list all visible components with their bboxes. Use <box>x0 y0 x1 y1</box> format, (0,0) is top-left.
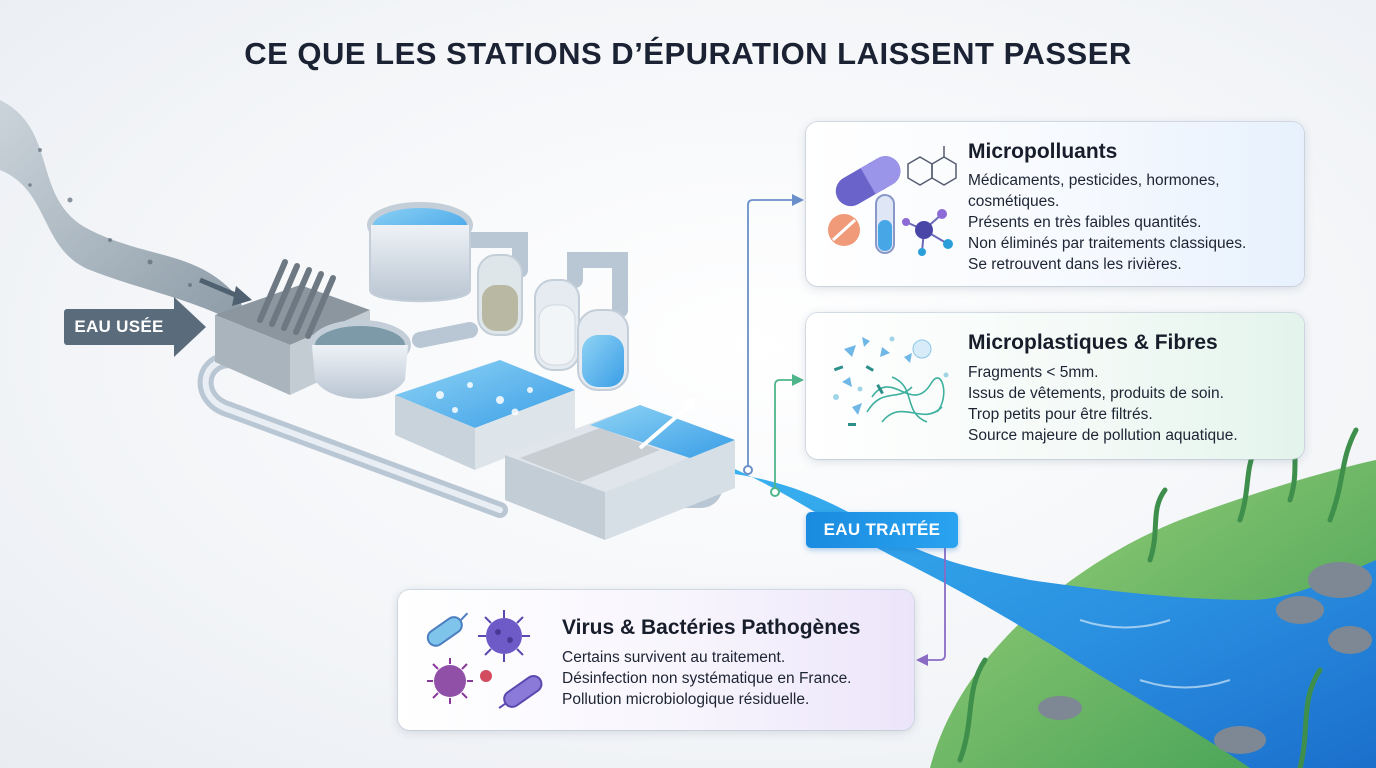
virus-bacteria-icon <box>424 608 554 716</box>
card-line: Se retrouvent dans les rivières. <box>968 256 1182 273</box>
card-line: Issus de vêtements, produits de soin. <box>968 385 1224 402</box>
card-line: Non éliminés par traitements classiques. <box>968 235 1247 252</box>
card-title: Virus & Bactéries Pathogènes <box>562 616 861 639</box>
card-line: Désinfection non systématique en France. <box>562 670 852 687</box>
card-line: cosmétiques. <box>968 193 1060 210</box>
card-pathogenes: Virus & Bactéries Pathogènes Certains su… <box>398 590 914 730</box>
microplastic-fragments-icon <box>822 327 962 447</box>
output-label: EAU TRAITÉE <box>806 512 958 548</box>
card-line: Médicaments, pesticides, hormones, <box>968 172 1220 189</box>
card-line: Pollution microbiologique résiduelle. <box>562 691 810 708</box>
card-description: Certains survivent au traitement. Désinf… <box>562 647 852 710</box>
input-arrow-icon <box>174 297 206 357</box>
pill-molecule-icon <box>824 140 964 270</box>
card-description: Médicaments, pesticides, hormones, cosmé… <box>968 170 1246 275</box>
wastewater-stream <box>0 100 250 330</box>
card-line: Fragments < 5mm. <box>968 364 1099 381</box>
card-line: Trop petits pour être filtrés. <box>968 406 1153 423</box>
card-line: Certains survivent au traitement. <box>562 649 786 666</box>
card-line: Présents en très faibles quantités. <box>968 214 1202 231</box>
card-description: Fragments < 5mm. Issus de vêtements, pro… <box>968 362 1238 446</box>
card-title: Microplastiques & Fibres <box>968 331 1218 354</box>
input-label: EAU USÉE <box>64 309 174 345</box>
card-title: Micropolluants <box>968 140 1118 163</box>
card-line: Source majeure de pollution aquatique. <box>968 427 1238 444</box>
page-title: CE QUE LES STATIONS D’ÉPURATION LAISSENT… <box>244 36 1132 71</box>
card-microplastiques: Microplastiques & Fibres Fragments < 5mm… <box>806 313 1304 459</box>
card-micropolluants: Micropolluants Médicaments, pesticides, … <box>806 122 1304 286</box>
